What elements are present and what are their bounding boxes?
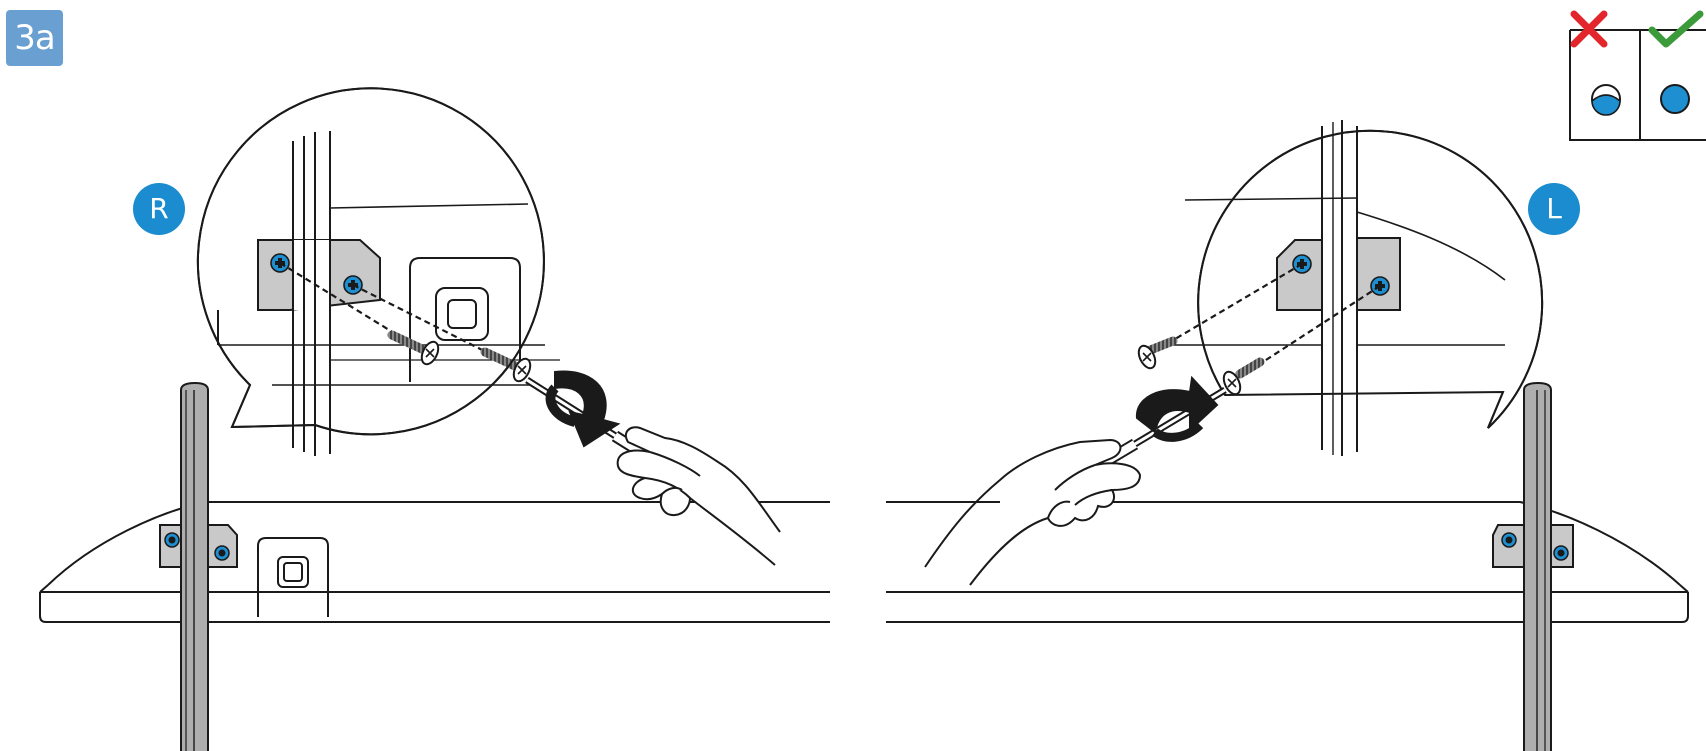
rotate-clockwise-arrow-icon (1137, 378, 1217, 437)
screw-flush-icon (1661, 85, 1689, 113)
screw-icon (1502, 533, 1516, 547)
tv-body-right-view (40, 502, 830, 622)
left-side-assembly (886, 120, 1688, 751)
hand-right (618, 427, 830, 565)
screw-icon (1554, 546, 1568, 560)
screw-not-flush-icon (1592, 85, 1620, 115)
screw-icon (165, 533, 179, 547)
cable-cover (258, 538, 328, 617)
stand-leg-left (1524, 383, 1551, 751)
screw-icon (215, 546, 229, 560)
screw-flush-legend (1570, 14, 1706, 140)
screw-left-1 (1135, 341, 1173, 371)
hand-left (886, 440, 1140, 585)
right-side-assembly (40, 88, 830, 751)
stand-leg-right (181, 383, 208, 751)
